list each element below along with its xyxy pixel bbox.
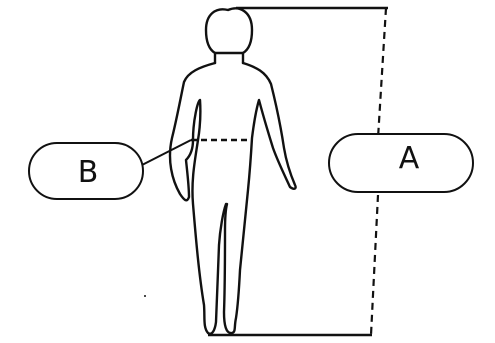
label-b-capsule xyxy=(28,142,144,200)
label-a-capsule xyxy=(328,133,474,193)
label-b-text: B xyxy=(78,155,99,190)
label-b: B xyxy=(28,142,144,200)
label-a-text: A xyxy=(399,141,420,176)
bracket-dashed-lower xyxy=(369,194,380,336)
label-a: A xyxy=(328,133,474,193)
waist-leader-line xyxy=(141,139,192,166)
figure-right-outline xyxy=(222,61,297,335)
figure-left-outline xyxy=(168,61,228,335)
scan-speck xyxy=(144,295,146,297)
bracket-dashed-upper xyxy=(376,7,388,139)
height-bracket xyxy=(208,6,388,337)
human-figure xyxy=(168,7,297,335)
figure-neck xyxy=(213,51,245,65)
figure-head xyxy=(204,7,254,55)
